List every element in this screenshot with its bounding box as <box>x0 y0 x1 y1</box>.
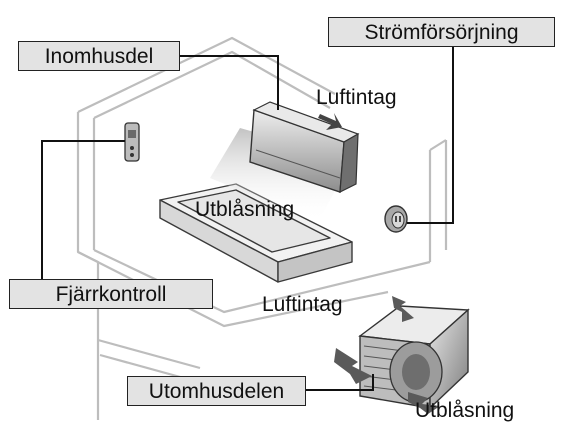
label-air-outlet-bottom: Utblåsning <box>415 399 514 423</box>
outdoor-unit-icon <box>360 306 468 408</box>
power-socket-icon <box>385 206 407 232</box>
label-remote-control: Fjärrkontroll <box>9 279 213 309</box>
label-air-intake-top: Luftintag <box>316 86 397 110</box>
label-outdoor-unit: Utomhusdelen <box>127 376 306 406</box>
label-indoor-unit: Inomhusdel <box>18 41 180 71</box>
label-air-outlet-middle: Utblåsning <box>195 198 294 222</box>
remote-control-icon <box>125 123 139 161</box>
label-power-supply: Strömförsörjning <box>328 17 555 47</box>
label-air-intake-middle: Luftintag <box>262 293 343 317</box>
